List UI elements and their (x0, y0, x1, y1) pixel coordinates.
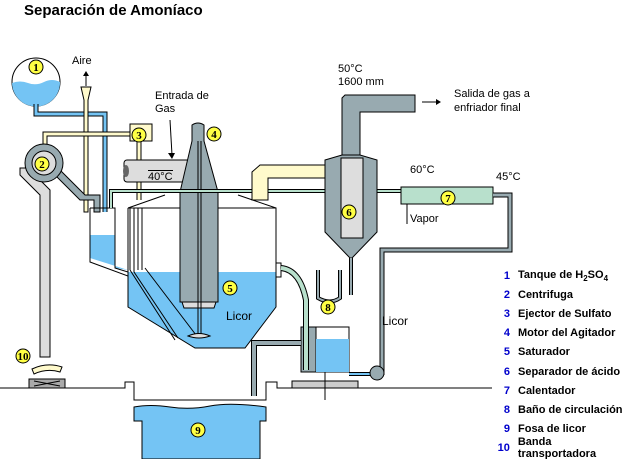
label-licor-tank: Licor (226, 309, 253, 323)
legend-item: 6 Separador de ácido (484, 362, 632, 381)
badge-3 (131, 127, 147, 143)
legend-label: Saturador (518, 346, 570, 359)
label-entrada-gas-1: Entrada de (155, 90, 209, 102)
legend-label: Calentador (518, 384, 576, 397)
saturator (89, 194, 282, 349)
heater-line (109, 189, 402, 208)
legend-label: Centrifuga (518, 288, 573, 301)
legend-label: Ejector de Sulfato (518, 307, 612, 320)
label-pressure: 1600 mm (338, 76, 384, 88)
legend-num: 2 (503, 288, 510, 301)
legend-item: 5 Saturador (484, 343, 632, 362)
badge-5-text: 5 (227, 283, 233, 295)
page-title: Separación de Amoníaco (24, 2, 203, 19)
legend-label: Tanque de H2SO4 (518, 268, 609, 283)
badge-2 (34, 156, 50, 172)
badge-6 (341, 204, 357, 220)
badge-4 (206, 126, 222, 142)
badge-2-text: 2 (39, 159, 45, 171)
label-temp-45: 45°C (496, 171, 521, 183)
badge-1-text: 1 (33, 62, 39, 74)
legend-num: 1 (503, 269, 510, 282)
legend-num: 8 (503, 403, 510, 416)
legend-label: Banda transportadora (517, 436, 597, 459)
legend-item: 7 Calentador (484, 381, 632, 400)
acid-tank (11, 57, 108, 212)
label-entrada-gas-2: Gas (155, 103, 176, 115)
label-temp-60: 60°C (410, 164, 435, 176)
badge-10 (15, 348, 31, 364)
label-vapor: Vapor (410, 213, 439, 225)
legend-num: 7 (503, 384, 510, 397)
centrifuge-chute (19, 167, 51, 358)
badge-7 (440, 190, 456, 206)
badge-6-text: 6 (346, 207, 352, 219)
badge-10-text: 10 (18, 351, 30, 363)
badge-7-text: 7 (445, 193, 451, 205)
legend-num: 6 (503, 365, 510, 378)
legend-item: 8 Baño de circulación (484, 400, 632, 419)
ground-line (0, 381, 470, 401)
legend-label: Fosa de licor (518, 423, 586, 436)
badge-5 (222, 280, 238, 296)
legend-item: 3 Ejector de Sulfato (484, 304, 632, 323)
legend-item: 10 Banda transportadora (484, 436, 632, 459)
legend-item: 4 Motor del Agitador (484, 324, 632, 343)
legend-num: 5 (503, 346, 510, 359)
legend-num: 4 (503, 327, 510, 340)
badge-9 (190, 422, 206, 438)
badges (15, 59, 456, 438)
legend-item: 9 Fosa de licor (484, 420, 632, 439)
badge-4-text: 4 (211, 129, 217, 141)
agitator (179, 122, 219, 339)
badge-8-text: 8 (325, 302, 331, 314)
badge-8 (320, 299, 336, 315)
label-temp-40: 40°C (148, 170, 173, 183)
legend-num: 9 (503, 423, 510, 436)
label-aire: Aire (72, 55, 92, 67)
legend-item: 2 Centrifuga (484, 285, 632, 304)
legend-label: Separador de ácido (518, 365, 621, 378)
legend-item: 1 Tanque de H2SO4 (484, 266, 632, 285)
legend-label: Baño de circulación (518, 403, 623, 416)
legend: 1 Tanque de H2SO4 2 Centrifuga 3 Ejector d… (484, 266, 632, 459)
legend-label: Motor del Agitador (518, 327, 616, 340)
label-salida-gas-2: enfriador final (454, 102, 521, 114)
label-licor-pipe: Licor (382, 314, 409, 328)
legend-num: 3 (503, 307, 510, 320)
centrifuge (24, 143, 101, 213)
legend-num: 10 (497, 442, 510, 455)
label-salida-gas-1: Salida de gas a (454, 88, 530, 100)
air-vent (80, 71, 92, 213)
badge-3-text: 3 (136, 130, 142, 142)
gas-inlet-pipe (123, 119, 195, 183)
badge-9-text: 9 (195, 425, 201, 437)
conveyor-belt (28, 364, 66, 389)
label-temp-50: 50°C (338, 63, 363, 75)
badge-1 (28, 59, 44, 75)
